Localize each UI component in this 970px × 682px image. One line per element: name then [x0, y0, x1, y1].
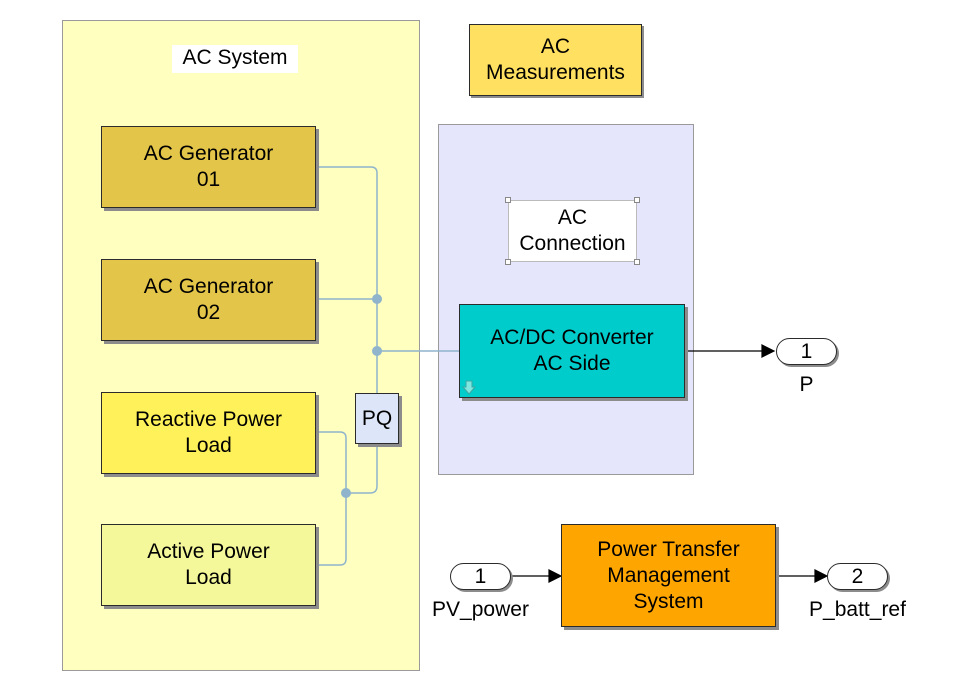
signal-pv-arrow	[548, 569, 563, 583]
ac-connection-title[interactable]: AC Connection	[508, 200, 637, 262]
ac-generator-01-block[interactable]: AC Generator 01	[101, 126, 316, 208]
outport-p-batt-ref[interactable]: 2	[827, 563, 888, 590]
ac-connection-area	[438, 124, 694, 475]
selection-handle-bl[interactable]	[505, 259, 511, 265]
ac-system-title: AC System	[172, 45, 298, 73]
ac-measurements-title-block[interactable]: AC Measurements	[469, 24, 642, 96]
ac-dc-converter-block[interactable]: AC/DC Converter AC Side	[459, 304, 685, 398]
down-arrow-icon	[461, 380, 477, 396]
outport-p-name: P	[799, 373, 814, 396]
signal-p-arrow	[761, 344, 776, 358]
selection-handle-tr[interactable]	[634, 197, 640, 203]
inport-pv-power-name: PV_power	[432, 598, 529, 621]
active-power-load-block[interactable]: Active Power Load	[101, 524, 316, 606]
outport-p-batt-ref-name: P_batt_ref	[809, 598, 906, 621]
reactive-power-load-block[interactable]: Reactive Power Load	[101, 392, 316, 474]
power-transfer-management-block[interactable]: Power Transfer Management System	[561, 524, 776, 627]
selection-handle-br[interactable]	[634, 259, 640, 265]
ac-generator-02-block[interactable]: AC Generator 02	[101, 259, 316, 341]
outport-p[interactable]: 1	[776, 338, 837, 365]
inport-pv-power[interactable]: 1	[450, 563, 511, 590]
pq-measurement-block[interactable]: PQ	[355, 393, 399, 444]
signal-batt-arrow	[814, 569, 829, 583]
selection-handle-tl[interactable]	[505, 197, 511, 203]
